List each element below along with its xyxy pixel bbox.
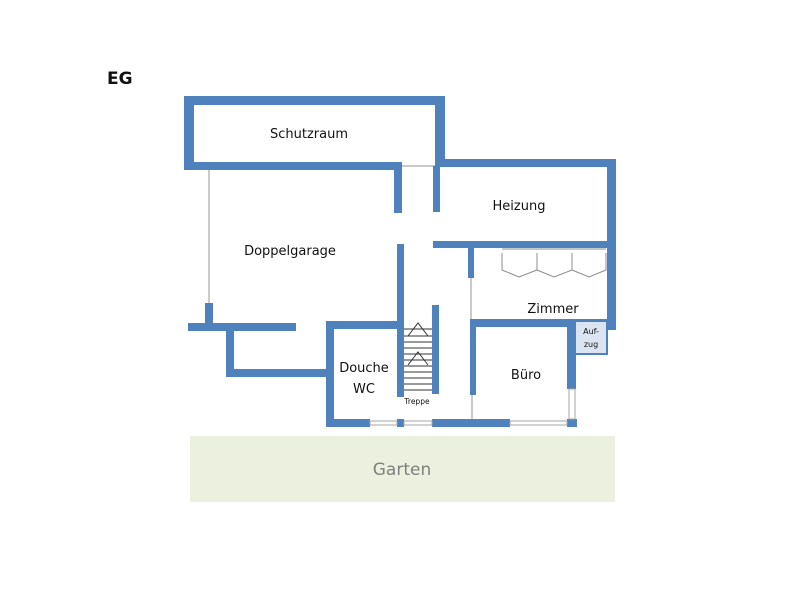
- shelter-walls: [184, 96, 445, 170]
- stair-treads: [404, 328, 432, 391]
- elevator-label-line1: Auf-: [583, 327, 599, 336]
- room-label-buero: Büro: [511, 368, 541, 383]
- room-label-douche: Douche: [339, 361, 389, 376]
- room-label-wc: WC: [353, 382, 375, 397]
- elevator: [574, 320, 608, 355]
- elevator-label-line2: zug: [584, 340, 598, 349]
- room-label-schutzraum: Schutzraum: [270, 127, 348, 142]
- room-label-heizung: Heizung: [493, 199, 546, 214]
- stair-direction-arrows: [407, 322, 429, 366]
- room-label-doppelgarage: Doppelgarage: [244, 244, 336, 259]
- garage-walls: [188, 162, 402, 377]
- floor-label: EG: [107, 69, 133, 89]
- room-walls: [468, 248, 610, 395]
- stairs-label: Treppe: [403, 397, 430, 406]
- corridor-walls: [326, 244, 439, 427]
- garden-label: Garten: [373, 460, 431, 480]
- wardrobe: [501, 248, 607, 278]
- south-facade: [326, 388, 577, 427]
- room-label-zimmer: Zimmer: [527, 302, 579, 317]
- heating-walls: [433, 159, 616, 330]
- garden-area: [190, 436, 615, 502]
